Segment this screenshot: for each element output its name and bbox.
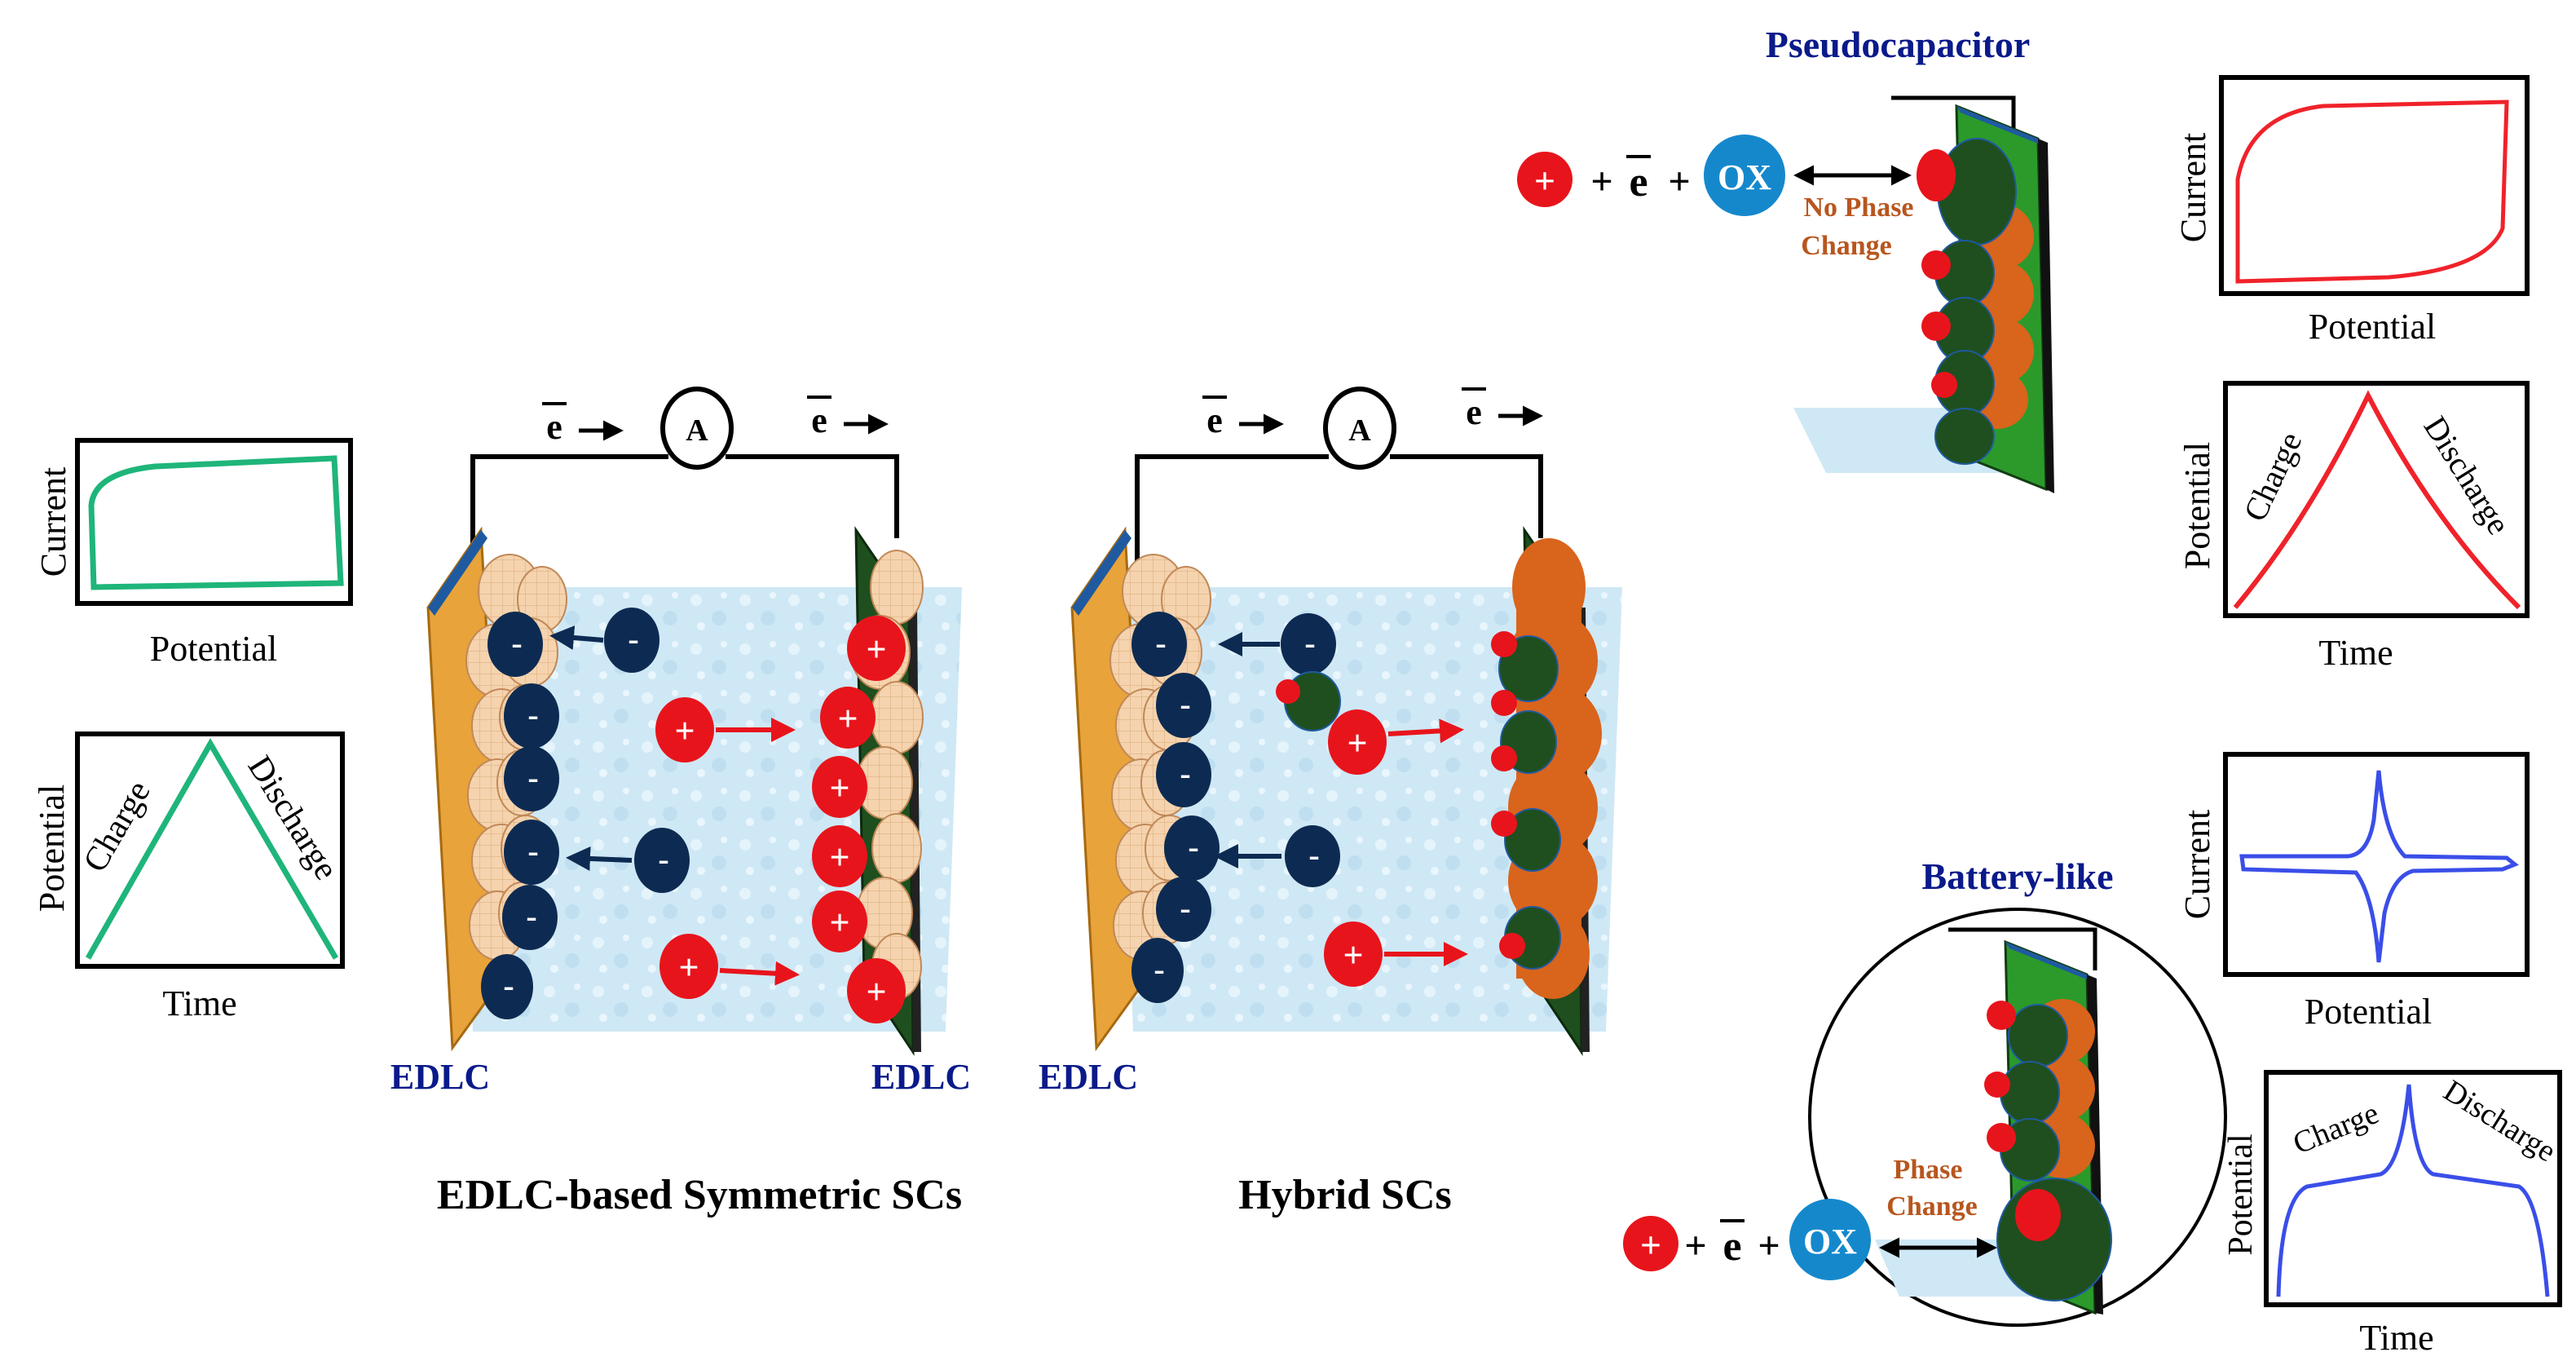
battery-title: Battery-like [1921,855,2113,897]
edlc-label-sym-right: EDLC [871,1057,971,1097]
battery-panel: Battery-like + + e + OX Phase Change [1623,855,2227,1327]
svg-text:Change: Change [1886,1191,1977,1222]
pseudo-cv-graph: Current Potential [2173,75,2530,347]
svg-text:-: - [1153,951,1164,988]
svg-text:-: - [527,833,538,869]
edlc-cv-ylabel: Current [33,467,73,577]
edlc-gcd-curve [85,738,339,960]
pseudo-gcd-graph: Charge Discharge Potential Time [2177,381,2530,673]
svg-text:Potential: Potential [2309,307,2436,347]
svg-text:+: + [1343,935,1363,975]
svg-text:-: - [1180,890,1190,926]
svg-text:+: + [829,903,849,943]
svg-text:+: + [1758,1224,1780,1267]
svg-text:Time: Time [2359,1318,2433,1358]
svg-text:+: + [1668,160,1690,203]
edlc-label-sym-left: EDLC [390,1057,490,1097]
svg-text:-: - [527,696,538,733]
svg-text:+: + [866,630,886,670]
svg-text:-: - [1180,755,1190,792]
svg-text:Potential: Potential [2177,442,2217,569]
svg-text:+: + [1640,1224,1661,1266]
svg-text:-: - [1304,625,1315,661]
pseudo-title: Pseudocapacitor [1766,24,2031,65]
hybrid-title: Hybrid SCs [1238,1172,1452,1218]
svg-text:OX: OX [1803,1222,1857,1262]
svg-text:+: + [678,948,699,988]
svg-text:+: + [1534,160,1555,201]
svg-text:-: - [511,625,522,661]
svg-text:+: + [829,837,849,877]
svg-text:+: + [837,699,858,739]
battery-cv-graph: Current Potential [2177,752,2530,1032]
svg-text:Potential: Potential [2305,992,2432,1032]
svg-text:+: + [674,711,695,751]
svg-text:Potential: Potential [2222,1134,2260,1255]
svg-text:-: - [1188,829,1198,865]
edlc-cv-curve [88,455,344,590]
ammeter-symmetric-label: A [686,413,708,448]
edlc-cv-graph: Current Potential [33,438,353,669]
svg-text:-: - [503,967,514,1004]
svg-text:-: - [628,621,638,657]
svg-text:+: + [1684,1224,1706,1267]
edlc-label-hybrid: EDLC [1039,1057,1138,1097]
svg-text:+: + [1347,723,1367,763]
electron-symmetric-1: e [546,407,562,447]
svg-text:OX: OX [1718,157,1771,197]
svg-text:-: - [1155,625,1166,661]
anions-symmetric-left [481,612,559,1019]
svg-text:Current: Current [2173,133,2213,242]
ammeter-hybrid [1323,387,1396,470]
battery-gcd-graph: Charge Discharge Potential Time [2222,1070,2562,1358]
svg-text:+: + [866,972,886,1012]
svg-text:Current: Current [2177,810,2217,919]
svg-text:Time: Time [2318,633,2393,673]
svg-text:-: - [1308,837,1319,873]
svg-text:+: + [1590,160,1612,203]
symmetric-cell: A e e - - [390,387,971,1218]
edlc-gcd-ylabel: Potential [32,784,72,912]
edlc-gcd-graph: Charge Discharge Potential Time [32,731,345,1023]
svg-text:No Phase: No Phase [1803,192,1913,223]
svg-text:-: - [527,759,538,796]
svg-text:e: e [1206,400,1223,440]
svg-text:Phase: Phase [1894,1155,1963,1185]
svg-text:-: - [526,898,536,935]
edlc-gcd-xlabel: Time [162,983,236,1023]
svg-text:e: e [1722,1223,1741,1270]
svg-text:+: + [829,768,849,808]
svg-text:e: e [1629,159,1647,206]
symmetric-title: EDLC-based Symmetric SCs [437,1172,962,1218]
svg-text:Change: Change [1801,231,1891,261]
svg-text:-: - [658,841,668,877]
svg-text:e: e [1466,392,1482,432]
hybrid-cell: A e e - - - - - - [1039,387,1622,1218]
svg-text:-: - [1180,686,1190,723]
electron-symmetric-2: e [811,400,827,440]
edlc-cv-xlabel: Potential [150,629,277,669]
ammeter-symmetric [660,387,734,470]
svg-text:A: A [1348,413,1371,448]
pseudocapacitor-panel: Pseudocapacitor + + e + OX No Phase Chan… [1517,24,2054,493]
